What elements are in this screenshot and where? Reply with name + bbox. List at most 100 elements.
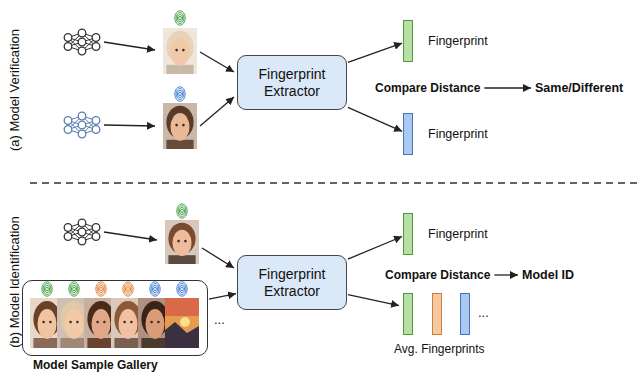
neuron xyxy=(78,29,86,37)
photo-eye xyxy=(157,321,160,324)
photo-eye xyxy=(182,124,185,127)
fingerprint-ridge xyxy=(125,285,130,292)
fingerprint-ridge xyxy=(73,287,76,291)
section-divider xyxy=(30,182,641,184)
photo-ground xyxy=(163,103,197,149)
photo-body xyxy=(33,338,60,348)
fingerprint-icon xyxy=(96,282,106,296)
photo-body xyxy=(87,338,114,348)
fingerprint-ridge xyxy=(151,284,159,295)
neuron xyxy=(78,47,86,55)
fingerprint-ridge xyxy=(127,287,130,291)
fingerprint-ridge xyxy=(179,285,184,292)
fingerprint-ridge xyxy=(43,284,51,295)
neuron xyxy=(78,130,86,138)
fingerprint-ridge xyxy=(96,282,106,296)
neuron xyxy=(92,117,100,125)
neuron xyxy=(78,237,86,245)
arrow-line xyxy=(104,42,155,50)
box-label: Fingerprint Extractor xyxy=(238,266,346,300)
fingerprint-ridge xyxy=(177,282,187,296)
fingerprint-ridge xyxy=(176,89,184,100)
neuron xyxy=(64,34,72,42)
connector-arrow xyxy=(348,43,402,62)
photo-body xyxy=(166,65,193,74)
photo-eye xyxy=(130,321,133,324)
gallery-box: Model Sample Gallery xyxy=(22,280,208,356)
note-label: ... xyxy=(214,312,225,327)
photo-eye xyxy=(42,321,45,324)
photo-eye xyxy=(182,49,185,52)
sky-top xyxy=(165,298,199,316)
arrow-line xyxy=(200,97,234,126)
neuron xyxy=(78,38,86,46)
face-image xyxy=(165,220,199,264)
neuron xyxy=(78,112,86,120)
network-icon xyxy=(64,112,100,138)
fingerprint-bar xyxy=(432,293,442,335)
fingerprint-ridge xyxy=(42,282,52,296)
photo-eye xyxy=(103,321,106,324)
neuron xyxy=(78,121,86,129)
neuron xyxy=(78,228,86,236)
photo-body xyxy=(166,140,193,149)
fingerprint-ridge xyxy=(150,282,160,296)
fingerprint-ridge xyxy=(152,285,157,292)
caption-label: Model Sample Gallery xyxy=(33,358,158,372)
neuron xyxy=(64,233,72,241)
hills xyxy=(165,322,199,348)
fingerprint-ridge xyxy=(70,284,78,295)
landscape-image xyxy=(165,298,199,348)
photo-body xyxy=(60,338,87,348)
photo-body xyxy=(114,338,141,348)
box-label: Fingerprint Extractor xyxy=(238,66,346,100)
note-label: Compare Distance xyxy=(375,81,480,95)
fingerprint-icon xyxy=(177,204,187,218)
caption-label: Avg. Fingerprints xyxy=(394,342,485,356)
fingerprint-ridge xyxy=(97,284,105,295)
caption-label: Fingerprint xyxy=(428,227,488,241)
arrow-line xyxy=(104,125,155,126)
fingerprint-bar: Fingerprint xyxy=(403,20,413,62)
neuron xyxy=(64,43,72,51)
connector-arrow xyxy=(348,107,402,131)
fingerprint-ridge xyxy=(177,14,182,21)
neuron xyxy=(64,117,72,125)
sun xyxy=(180,317,190,327)
fingerprint-ridge xyxy=(177,90,182,97)
photo-eye xyxy=(69,321,72,324)
note-label: Compare Distance xyxy=(385,268,490,282)
fingerprint-icon xyxy=(69,282,79,296)
fingerprint-group: ...Avg. Fingerprints xyxy=(400,293,476,335)
fingerprint-bar xyxy=(460,293,470,335)
face-image xyxy=(163,28,197,74)
photo-face xyxy=(145,309,164,339)
fingerprint-ridge xyxy=(154,287,157,291)
fingerprint-ridge xyxy=(69,282,79,296)
fingerprint-ridge xyxy=(179,16,182,20)
neuron xyxy=(64,224,72,232)
photo-eye xyxy=(96,321,99,324)
photo-face xyxy=(64,309,83,339)
caption-label: Fingerprint xyxy=(428,127,488,141)
fingerprint-ridge xyxy=(179,92,182,96)
process-box: Fingerprint Extractor xyxy=(237,255,347,310)
fingerprint-ridge xyxy=(98,285,103,292)
arrow-line xyxy=(494,274,518,275)
fingerprint-ridge xyxy=(178,206,186,217)
photo-eye xyxy=(184,240,187,243)
fingerprint-ridge xyxy=(46,287,49,291)
connector-arrow xyxy=(209,294,236,299)
network-icon xyxy=(64,29,100,55)
fingerprint-bar: Fingerprint xyxy=(403,213,413,255)
fingerprint-ridge xyxy=(100,287,103,291)
neuron xyxy=(92,126,100,134)
photo-face xyxy=(37,309,56,339)
section-label: (a) Model Verification xyxy=(7,29,22,151)
fingerprint-ridge xyxy=(179,207,184,214)
photo-body xyxy=(141,338,168,348)
photo-face xyxy=(118,309,137,339)
photo-eye xyxy=(150,321,153,324)
fingerprint-icon xyxy=(42,282,52,296)
